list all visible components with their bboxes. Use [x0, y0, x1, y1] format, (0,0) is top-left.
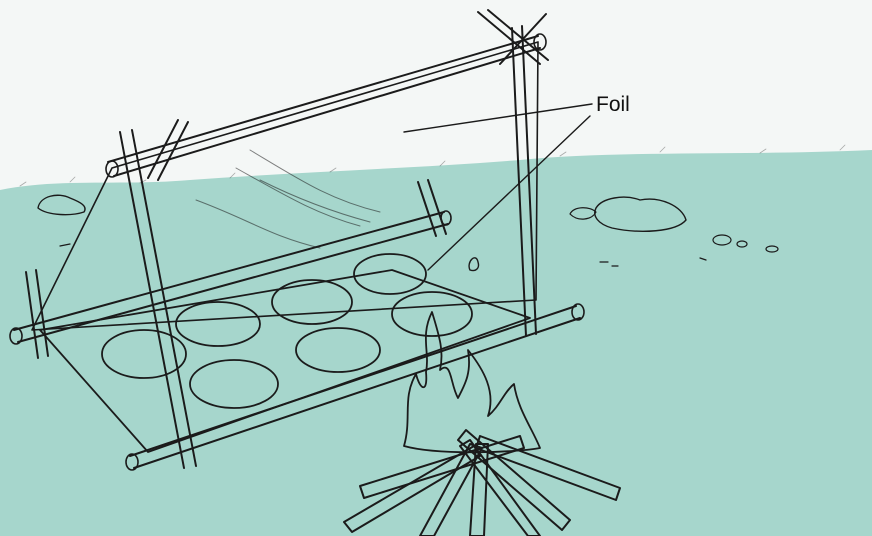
cake: [189, 359, 279, 409]
foil-reflector-panel: [31, 41, 539, 331]
pebbles: [59, 234, 779, 267]
grass-edge-texture: [19, 144, 846, 187]
cake: [175, 301, 261, 347]
campfire: [343, 257, 621, 536]
stick-ends: [9, 33, 585, 471]
fire-logs: [343, 429, 621, 536]
cake: [101, 329, 187, 379]
foil-label: Foil: [596, 93, 630, 116]
cake: [271, 279, 353, 325]
foil-label-group: Foil: [403, 93, 630, 271]
foil-leader-line-upper: [403, 103, 593, 133]
rock-left: [37, 194, 86, 216]
rock-right: [569, 196, 687, 232]
foil-leader-line-lower: [427, 115, 591, 271]
cake: [353, 253, 427, 295]
cake: [391, 291, 473, 337]
foil-reflector-shading: [195, 149, 381, 249]
cakes-on-foil: [101, 253, 473, 409]
stick-frame: [13, 9, 581, 469]
fire-flames: [403, 311, 541, 454]
foil-baking-sheet: [39, 269, 531, 453]
grass-ground: [0, 150, 872, 536]
cake: [295, 327, 381, 373]
fire-spark: [468, 257, 480, 272]
